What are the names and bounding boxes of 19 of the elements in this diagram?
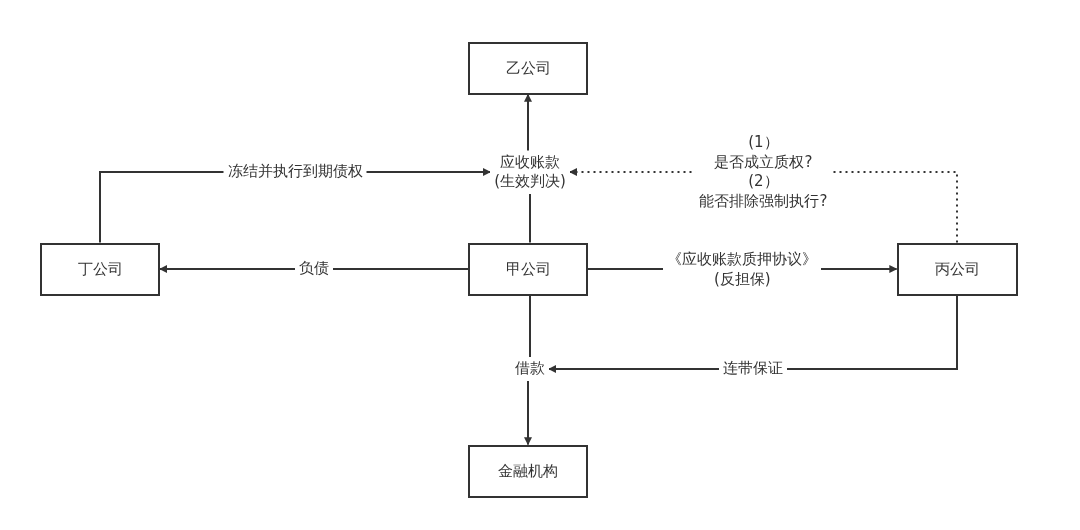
company-box — [40, 242, 160, 296]
company-name: 甲公司 — [505, 259, 551, 279]
arrow — [524, 93, 532, 152]
edge-label: 《应收账款质押协议》 (反担保) — [663, 249, 822, 289]
company-name: 丙公司 — [934, 259, 980, 279]
company-name: 乙公司 — [505, 58, 551, 78]
edge-label: (1）是否成立质权? (2）能否排除强制执行? — [695, 133, 832, 211]
company-box — [468, 242, 588, 296]
connector-line — [529, 294, 531, 359]
connector-line — [529, 192, 531, 244]
arrow — [524, 379, 532, 446]
edge-label: 冻结并执行到期债权 — [223, 162, 367, 182]
company-box — [468, 444, 588, 498]
arrow — [159, 265, 469, 273]
company-name: 金融机构 — [498, 461, 558, 481]
company-box — [896, 242, 1018, 296]
company-box — [468, 41, 588, 95]
edge-label: 负债 — [295, 259, 333, 279]
company-name: 丁公司 — [77, 259, 123, 279]
